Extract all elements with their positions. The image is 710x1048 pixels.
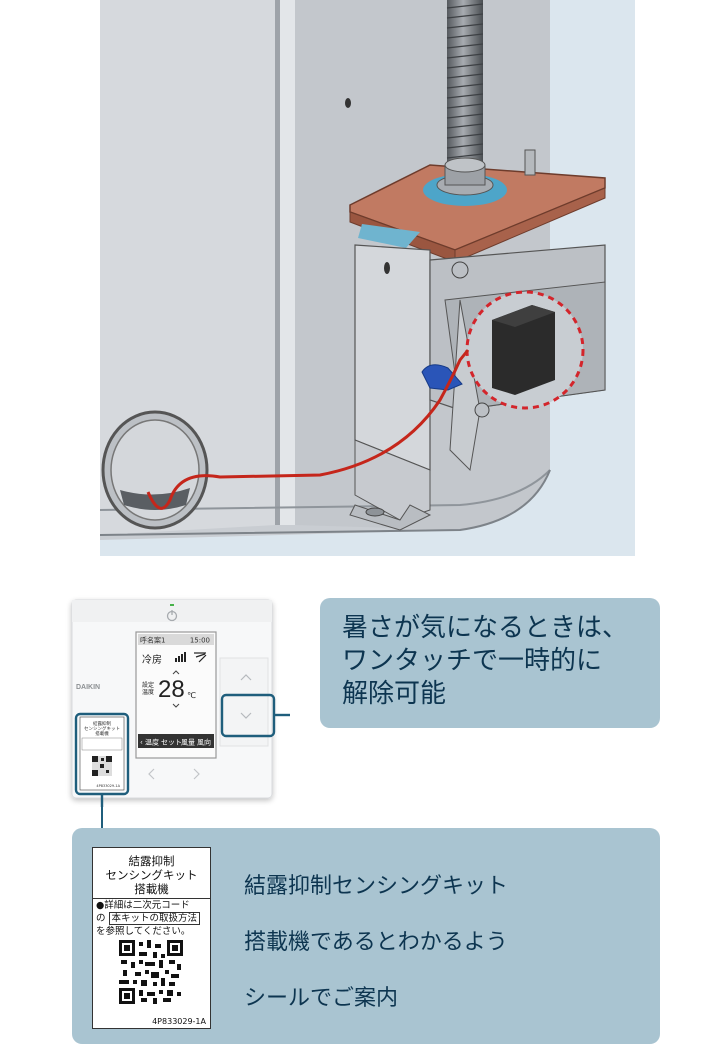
lcd-header-left: 呼名案1 xyxy=(140,636,165,645)
airflow-icon xyxy=(194,652,207,663)
callout-sticker-info: 結露抑制 センシングキット 搭載機 ●詳細は二次元コード の 本キットの取扱方法… xyxy=(72,828,660,1044)
lcd-left-caret: ‹ xyxy=(140,739,143,747)
down-button[interactable] xyxy=(240,712,252,719)
unit-illustration xyxy=(100,0,635,556)
callout-bottom-line-1: 結露抑制センシングキット xyxy=(244,874,509,899)
callout-bottom-line-3: シールでご案内 xyxy=(244,986,399,1011)
bottom-fixing-bolt xyxy=(349,504,432,531)
lcd-header-right: 15:00 xyxy=(190,637,210,645)
callout-top-line-3: 解除可能 xyxy=(342,679,447,709)
callout-top-line-2: ワンタッチで一時的に xyxy=(342,646,603,676)
power-icon[interactable] xyxy=(166,610,178,622)
lcd-down-caret xyxy=(172,703,180,708)
remote-lcd: 呼名案1 15:00 冷房 設定 温度 28 ℃ ‹ 温度 セット 風量 風向 xyxy=(135,631,217,759)
qr-code-icon xyxy=(119,940,183,1004)
lcd-set-label-1: 設定 xyxy=(142,681,154,689)
left-button[interactable] xyxy=(148,768,155,780)
label-product-code: 4P833029-1A xyxy=(152,1017,206,1026)
svg-text:4P833029-1A: 4P833029-1A xyxy=(96,784,120,788)
remote-brand-logo: DAIKIN xyxy=(76,684,100,691)
label-body: ●詳細は二次元コード の 本キットの取扱方法 を参照してください。 xyxy=(93,899,210,938)
remote-side-buttons xyxy=(219,657,276,747)
lcd-softkey-4[interactable]: 風向 xyxy=(197,738,211,747)
svg-text:結露抑制: 結露抑制 xyxy=(93,720,111,727)
label-body-line-1: ●詳細は二次元コード xyxy=(96,900,190,911)
lcd-set-label-2: 温度 xyxy=(142,688,154,696)
threaded-rod xyxy=(446,0,484,180)
remote-mini-sticker: 結露抑制 センシングキット 搭載機 4P833029-1A xyxy=(74,712,130,796)
remote-controller: DAIKIN 呼名案1 15:00 冷房 設定 温度 28 ℃ ‹ 温度 セット… xyxy=(71,599,290,807)
right-button[interactable] xyxy=(193,768,200,780)
sensor-block xyxy=(492,305,555,395)
label-title-line-2: センシングキット xyxy=(105,868,198,882)
signal-icon xyxy=(175,652,186,662)
lcd-temperature: 28 xyxy=(158,676,185,703)
svg-text:搭載機: 搭載機 xyxy=(95,730,109,737)
lcd-soft-buttons: 温度 セット 風量 風向 xyxy=(145,738,211,747)
lcd-softkey-3[interactable]: 風量 xyxy=(181,739,195,747)
lcd-softkey-2[interactable]: セット xyxy=(161,739,182,747)
blue-clip xyxy=(421,364,463,391)
svg-text:センシングキット: センシングキット xyxy=(84,725,120,732)
callout-top-line-1: 暑さが気になるときは、 xyxy=(342,613,629,643)
label-title-line-3: 搭載機 xyxy=(134,882,169,896)
lcd-softkey-1[interactable]: 温度 xyxy=(145,738,159,747)
label-body-line-3: を参照してください。 xyxy=(96,926,191,937)
lcd-mode: 冷房 xyxy=(142,653,162,666)
sensor-highlight xyxy=(465,290,585,410)
callout-bottom-line-2: 搭載機であるとわかるよう xyxy=(244,930,508,955)
up-button[interactable] xyxy=(240,674,252,681)
label-body-prefix: の xyxy=(96,913,106,924)
lcd-temperature-unit: ℃ xyxy=(187,691,196,700)
callout-temporary-release: 暑さが気になるときは、 ワンタッチで一時的に 解除可能 xyxy=(320,598,660,728)
label-body-boxed: 本キットの取扱方法 xyxy=(108,912,201,925)
lcd-up-caret xyxy=(172,670,180,675)
sticker-label-card: 結露抑制 センシングキット 搭載機 ●詳細は二次元コード の 本キットの取扱方法… xyxy=(92,847,211,1029)
label-title-line-1: 結露抑制 xyxy=(128,854,175,868)
drain-opening xyxy=(101,410,209,530)
red-sensor-wire xyxy=(146,349,470,510)
label-title: 結露抑制 センシングキット 搭載機 xyxy=(93,854,210,896)
bottom-connector xyxy=(101,806,104,830)
mini-qr-icon xyxy=(92,756,112,776)
